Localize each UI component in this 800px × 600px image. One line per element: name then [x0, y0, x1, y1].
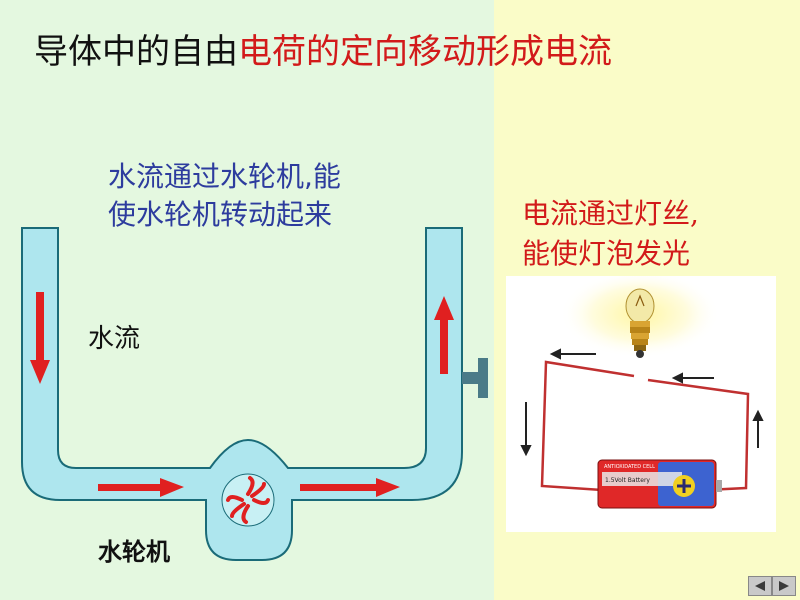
- water-flow-caption: 水流通过水轮机,能 使水轮机转动起来: [108, 158, 408, 234]
- water-label: 水流: [88, 324, 141, 354]
- arrow-up-icon: [434, 296, 454, 374]
- circuit-panel: ANTIOXIDATED CELL 1.5Volt Battery: [506, 270, 776, 532]
- next-slide-button[interactable]: [772, 576, 796, 596]
- triangle-right-icon: [779, 581, 789, 591]
- water-caption-line-2: 使水轮机转动起来: [108, 198, 333, 231]
- electric-current-caption: 电流通过灯丝, 能使灯泡发光: [522, 194, 792, 274]
- arrow-up-icon: [752, 409, 764, 448]
- pipe-valve-cap: [478, 358, 488, 398]
- turbine-label: 水轮机: [98, 538, 170, 566]
- electric-caption-line-2: 能使灯泡发光: [522, 237, 691, 270]
- arrow-left-icon: [671, 372, 714, 384]
- water-pipe: [21, 227, 463, 561]
- title-part-red: 电荷的定向移动形成电流: [238, 32, 612, 72]
- water-caption-line-1: 水流通过水轮机,能: [108, 160, 341, 193]
- battery-icon: ANTIOXIDATED CELL 1.5Volt Battery: [597, 459, 722, 509]
- electric-caption-line-1: 电流通过灯丝,: [522, 197, 699, 230]
- turbine-icon: [221, 473, 275, 527]
- slide-navigation: [748, 576, 796, 596]
- arrow-down-icon: [30, 292, 50, 384]
- circuit-diagram: ANTIOXIDATED CELL 1.5Volt Battery: [520, 270, 764, 509]
- title-part-black: 导体中的自由: [34, 32, 238, 72]
- arrow-right-icon: [300, 478, 400, 497]
- battery-top-text: ANTIOXIDATED CELL: [604, 464, 655, 470]
- battery-label-text: 1.5Volt Battery: [605, 477, 650, 484]
- previous-slide-button[interactable]: [748, 576, 772, 596]
- arrow-down-icon: [520, 402, 532, 457]
- pipe-valve: [462, 372, 480, 384]
- arrow-left-icon: [549, 348, 596, 360]
- triangle-left-icon: [755, 581, 765, 591]
- circuit-wire: [540, 360, 750, 492]
- slide-title: 导体中的自由电荷的定向移动形成电流: [34, 30, 612, 74]
- arrow-right-icon: [98, 478, 184, 497]
- light-bulb-icon: [625, 288, 655, 358]
